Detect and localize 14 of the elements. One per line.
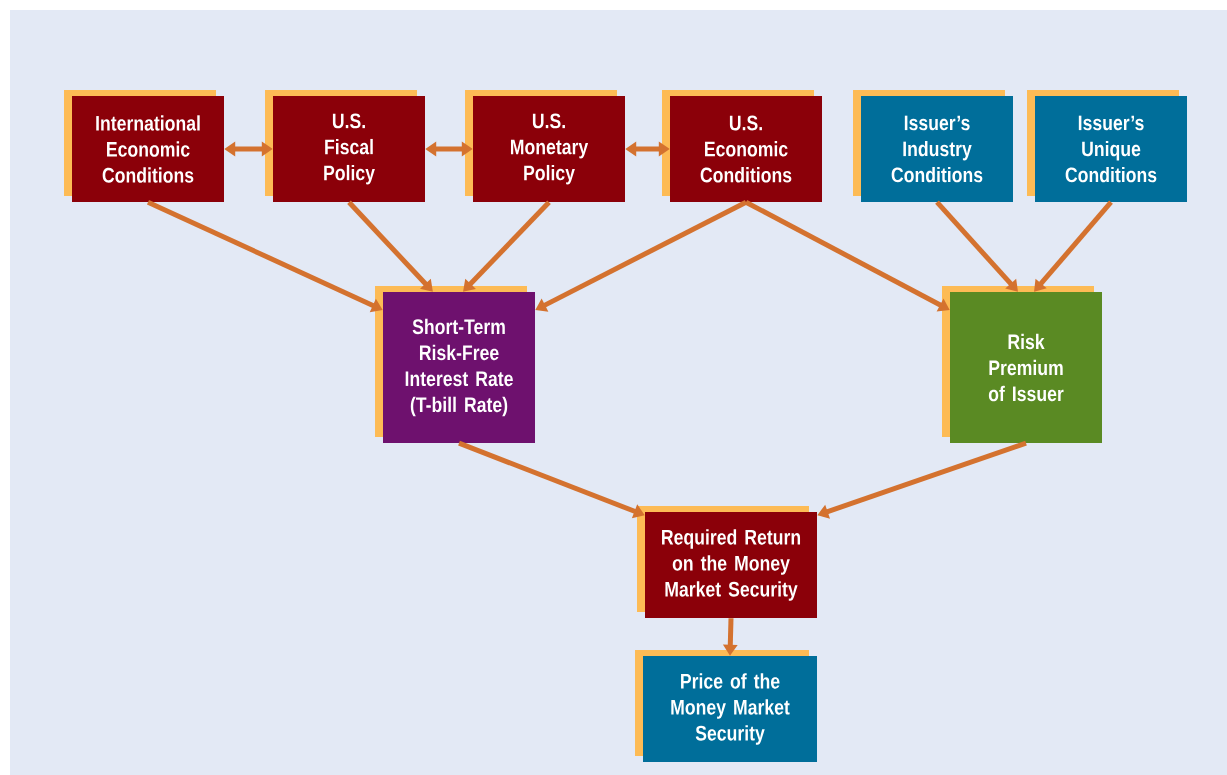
box: Issuer’s Industry Conditions: [853, 90, 1013, 202]
arrow: [347, 200, 433, 292]
box: U.S. Economic Conditions: [662, 90, 822, 202]
arrow: [463, 200, 551, 292]
arrow: [935, 200, 1018, 292]
box: Required Return on the Money Market Security: [637, 506, 817, 618]
box: Risk Premium of Issuer: [942, 286, 1102, 443]
arrow: [1034, 200, 1113, 292]
box: Issuer’s Unique Conditions: [1027, 90, 1187, 202]
box: Price of the Money Market Security: [635, 650, 817, 762]
box: Short-Term Risk-Free Interest Rate (T-bill Rate): [375, 286, 535, 443]
box: International Economic Conditions: [64, 90, 224, 202]
box: U.S. Fiscal Policy: [265, 90, 425, 202]
box: U.S. Monetary Policy: [465, 90, 625, 202]
